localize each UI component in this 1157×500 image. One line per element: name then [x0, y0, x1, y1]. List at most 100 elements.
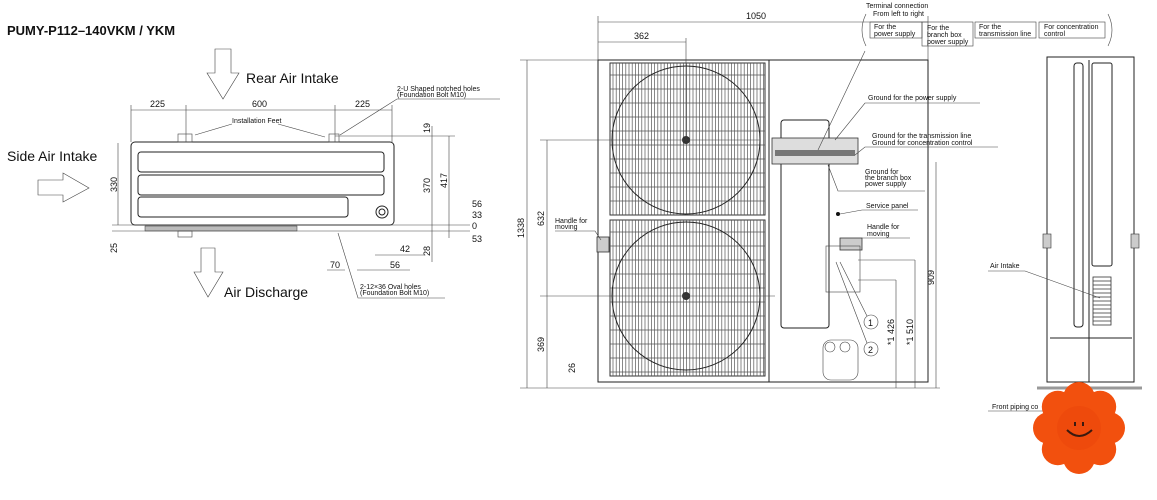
- terminal-text: For the: [874, 24, 896, 31]
- bracket: [861, 13, 1113, 47]
- leader-line: [835, 261, 868, 344]
- terminal-box: [1038, 21, 1106, 39]
- dim-28: 28: [422, 246, 432, 256]
- u-holes-sublabel: (Foundation Bolt M10): [397, 92, 466, 99]
- side-window: [1091, 62, 1113, 267]
- from-left-to-right-label: From left to right: [873, 11, 924, 18]
- dim-33: 33: [472, 210, 482, 220]
- dim-56b: 56: [390, 260, 400, 270]
- oval-holes-label: 2-12×36 Oval holes: [360, 284, 421, 291]
- terminal-text: For the: [927, 25, 949, 32]
- terminal-box: [974, 21, 1037, 39]
- unit-side-outline: [1046, 56, 1135, 383]
- dim-26: 26: [567, 363, 577, 373]
- dim-225-right: 225: [355, 99, 370, 109]
- side-slot: [1073, 62, 1084, 328]
- model-title: PUMY-P112–140VKM / YKM: [7, 23, 175, 38]
- dim-56: 56: [472, 199, 482, 209]
- handle-left: [596, 236, 610, 253]
- side-view: Air Intake Front piping co: [988, 56, 1142, 412]
- leader-line: [194, 123, 326, 138]
- terminal-text: power supply: [874, 31, 916, 38]
- marker-2-label: 2: [868, 345, 873, 355]
- handle-side: [1130, 233, 1140, 249]
- top-view: Rear Air Intake Side Air Intake Air Disc…: [7, 48, 500, 300]
- leader-line: [988, 270, 1101, 299]
- dim-1338: 1338: [516, 218, 526, 238]
- slot: [137, 196, 349, 218]
- side-air-intake-arrow: [37, 172, 90, 203]
- dim-70: 70: [330, 260, 340, 270]
- leader-line: [827, 164, 925, 192]
- terminal-connection-label: Terminal connection: [866, 3, 928, 10]
- u-holes-label: 2-U Shaped notched holes: [397, 86, 480, 93]
- dim-1050: 1050: [746, 11, 766, 21]
- foot: [177, 133, 193, 143]
- oval-holes-sublabel: (Foundation Bolt M10): [360, 290, 429, 297]
- handle-left-label: moving: [555, 224, 578, 231]
- knockout-hole: [824, 341, 836, 353]
- handle-right-label: moving: [867, 231, 890, 238]
- handle-right-label: Handle for: [867, 224, 900, 231]
- fan-grilles: [609, 62, 766, 377]
- dim-225-left: 225: [150, 99, 165, 109]
- dim-1426: *1 426: [886, 319, 896, 345]
- leader-line: [555, 230, 602, 241]
- dim-42: 42: [400, 244, 410, 254]
- dim-0: 0: [472, 221, 477, 231]
- terminal-text: For concentration: [1044, 24, 1099, 31]
- terminal-text: control: [1044, 31, 1065, 38]
- dim-909: 909: [926, 270, 936, 285]
- valve-area: [825, 245, 861, 293]
- ground-branch-label: the branch box: [865, 175, 912, 182]
- dim-370: 370: [422, 178, 432, 193]
- foot: [328, 133, 340, 143]
- marker-2: [863, 341, 879, 357]
- ground-power-label: Ground for the power supply: [868, 95, 957, 102]
- side-air-intake-label: Side Air Intake: [7, 148, 97, 164]
- dim-362: 362: [634, 31, 649, 41]
- service-panel-screw: [836, 212, 840, 216]
- grille-frame: [609, 219, 766, 377]
- leader-line: [839, 209, 918, 215]
- dim-417: 417: [439, 173, 449, 188]
- ground-branch-label: Ground for: [865, 169, 899, 176]
- grille-frame: [609, 62, 766, 216]
- terminal-text: transmission line: [979, 31, 1031, 38]
- dim-369: 369: [536, 337, 546, 352]
- dim-25: 25: [109, 243, 119, 253]
- marker-1: [863, 314, 879, 330]
- leader-line: [339, 98, 500, 136]
- dim-19: 19: [422, 123, 432, 133]
- leader-line: [834, 102, 980, 141]
- foot: [177, 230, 193, 238]
- handle-side: [1042, 233, 1052, 249]
- dim-600: 600: [252, 99, 267, 109]
- rear-air-intake-label: Rear Air Intake: [246, 70, 339, 86]
- dim-632: 632: [536, 211, 546, 226]
- slot: [137, 174, 385, 196]
- marker-1-label: 1: [868, 318, 873, 328]
- ground-transmission-label: Ground for the transmission line: [872, 133, 971, 140]
- air-intake-label: Air Intake: [990, 263, 1020, 270]
- valve-inner: [378, 208, 386, 216]
- leader-line: [337, 232, 445, 299]
- ground-branch-label: power supply: [865, 181, 907, 188]
- terminal-box: [921, 21, 974, 47]
- rear-air-intake-arrow: [206, 48, 240, 100]
- terminal-text: branch box: [927, 32, 962, 39]
- front-view: 1050 362 1338 632 369 26 909 *1 426 *1 5…: [516, 3, 1113, 389]
- service-panel-label: Service panel: [866, 203, 909, 210]
- air-intake-louver: [1092, 276, 1112, 326]
- knockout-hole: [839, 341, 851, 353]
- terminal-text: power supply: [927, 39, 969, 46]
- installation-feet-label: Installation Feet: [232, 118, 281, 125]
- front-piping-label: Front piping co: [992, 404, 1038, 411]
- dim-330: 330: [109, 177, 119, 192]
- discharge-grille: [144, 225, 298, 232]
- handle-left-label: Handle for: [555, 218, 588, 225]
- air-discharge-arrow: [193, 247, 224, 298]
- handle-right: [839, 237, 863, 251]
- leader-line: [854, 146, 998, 156]
